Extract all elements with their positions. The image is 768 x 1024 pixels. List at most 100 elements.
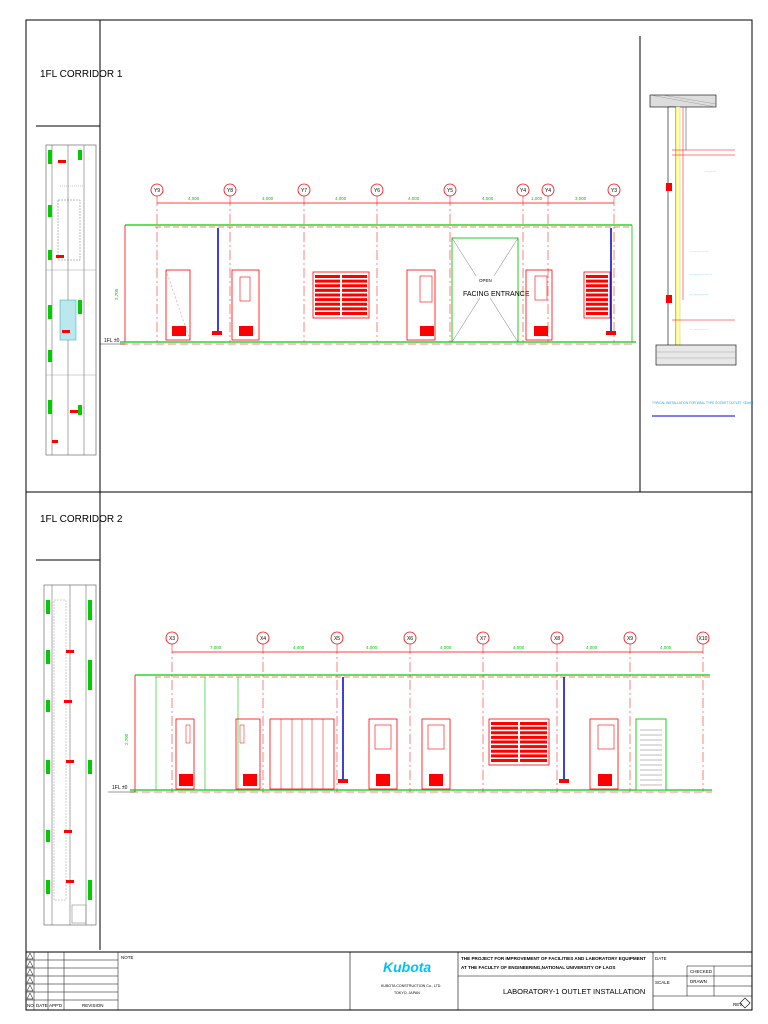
e2-grid-1: X3	[165, 631, 179, 792]
entrance-open-label: OPEN	[479, 278, 492, 283]
e2-grid-label-5: X7	[480, 636, 486, 642]
e2-grid-label-3: X5	[334, 636, 340, 642]
svg-text:— — —: — — —	[705, 169, 716, 173]
e2-grid-4: X6	[403, 631, 417, 792]
rev-diamond-icon	[739, 997, 751, 1009]
floor-label-2: 1FL ±0	[112, 785, 128, 791]
entrance-label: FACING ENTRANCE	[463, 291, 530, 298]
e1-grid-2: Y8	[223, 183, 237, 342]
outlet-detail: — — — — — — — — — — — — — — — — — — — — …	[649, 94, 754, 417]
detail-caption: TYPICAL INSTALLATION FOR WALL TYPE SOCKE…	[652, 401, 754, 405]
svg-text:4,000: 4,000	[262, 196, 274, 201]
e2-grid-7: X9	[623, 631, 637, 792]
section-title-corridor-2: 1FL CORRIDOR 2	[40, 514, 123, 525]
e1-grid-label-1: Y9	[154, 188, 160, 194]
e1-grid-label-2: Y8	[227, 188, 233, 194]
key-plan-2	[43, 584, 97, 926]
rev-header-revision: REVISION	[82, 1003, 104, 1008]
grid-lines-1: Y9 Y8 Y7 Y6 Y5 Y4 Y4 Y3	[150, 183, 621, 342]
drawing-title: LABORATORY-1 OUTLET INSTALLATION	[503, 987, 645, 996]
svg-text:4,000: 4,000	[408, 196, 420, 201]
door-e1-2	[231, 269, 260, 341]
shaft-e2	[635, 718, 667, 791]
checked-label: CHECKED	[690, 969, 713, 974]
rev-header-appd: APP'D	[49, 1003, 63, 1008]
key-plan-1	[45, 144, 97, 456]
svg-text:— — — — —: — — — — —	[690, 327, 708, 331]
svg-text:2,700: 2,700	[114, 288, 119, 300]
floor-label-1: 1FL ±0	[104, 338, 120, 344]
svg-text:4,000: 4,000	[440, 645, 452, 650]
louver-e1-1	[312, 271, 370, 319]
e2-grid-5: X7	[476, 631, 490, 792]
svg-text:4,000: 4,000	[293, 645, 305, 650]
elevation-corridor-1: Y9 Y8 Y7 Y6 Y5 Y4 Y4 Y3 4,000 4,000 4,000 4,000 4…	[100, 183, 636, 345]
sheet-border	[25, 19, 753, 1011]
company-city: TOKYO, JAPAN	[394, 991, 420, 995]
drawn-label: DRAWN	[690, 979, 707, 984]
svg-text:4,000: 4,000	[586, 645, 598, 650]
svg-text:4,000: 4,000	[366, 645, 378, 650]
e1-grid-label-6: Y4	[520, 188, 526, 194]
svg-text:3,000: 3,000	[575, 196, 587, 201]
louver-e1-2	[583, 271, 611, 319]
e1-grid-7: Y4	[541, 183, 555, 342]
e1-grid-8: Y3	[607, 183, 621, 342]
louver-e2	[488, 718, 550, 766]
rev-header-no: NO	[27, 1003, 34, 1008]
svg-text:4,000: 4,000	[482, 196, 494, 201]
e1-grid-3: Y7	[297, 183, 311, 342]
svg-text:4,000: 4,000	[513, 645, 525, 650]
e2-grid-label-8: X10	[699, 636, 708, 642]
door-e2-3	[368, 718, 398, 790]
section-title-corridor-1: 1FL CORRIDOR 1	[40, 69, 123, 80]
e2-grid-2: X4	[256, 631, 270, 792]
e1-grid-label-5: Y5	[447, 188, 453, 194]
e2-grid-label-7: X9	[627, 636, 633, 642]
svg-text:4,000: 4,000	[188, 196, 200, 201]
company-name: KUBOTA CONSTRUCTION Co., LTD.	[381, 984, 441, 988]
revision-table	[26, 952, 119, 1010]
scale-label: SCALE	[655, 980, 670, 985]
e2-grid-label-2: X4	[260, 636, 266, 642]
svg-text:— — — — — —: — — — — — —	[690, 272, 712, 276]
e2-grid-8: X10	[696, 631, 710, 792]
grid-lines-2: X3 X4 X5 X6 X7 X8 X9 X10	[165, 631, 710, 792]
door-e2-1	[175, 718, 195, 790]
e1-grid-5: Y5	[443, 183, 457, 342]
svg-text:— — — — —: — — — — —	[690, 249, 708, 253]
e1-grid-label-7: Y4	[545, 188, 551, 194]
project-line-2: AT THE FACULTY OF ENGINEERING,NATIONAL U…	[461, 965, 615, 970]
door-e2-4	[421, 718, 451, 790]
note-label: NOTE	[121, 955, 134, 960]
date-label: DATE	[655, 956, 667, 961]
e2-grid-3: X5	[330, 631, 344, 792]
entrance-opening: OPEN FACING ENTRANCE	[451, 237, 530, 343]
company-logo: Kubota	[383, 959, 431, 975]
door-e1-3	[406, 269, 436, 341]
svg-text:7,000: 7,000	[210, 645, 222, 650]
title-block: NO DATE APP'D REVISION NOTE Kubota KUBOT…	[25, 951, 753, 1011]
project-line-1: THE PROJECT FOR IMPROVEMENT OF FACILITIE…	[461, 956, 646, 961]
e1-grid-4: Y6	[370, 183, 384, 342]
e2-grid-6: X8	[550, 631, 564, 792]
svg-text:2,700: 2,700	[124, 733, 129, 745]
e1-grid-label-4: Y6	[374, 188, 380, 194]
e2-grid-label-6: X8	[554, 636, 560, 642]
e1-grid-6: Y4	[516, 183, 530, 342]
e2-grid-label-4: X6	[407, 636, 413, 642]
rev-label: REV.	[733, 1002, 743, 1007]
svg-text:4,000: 4,000	[660, 645, 672, 650]
svg-text:4,000: 4,000	[335, 196, 347, 201]
e1-grid-1: Y9	[150, 183, 164, 342]
e2-grid-label-1: X3	[169, 636, 175, 642]
svg-text:— — — — —: — — — — —	[690, 292, 708, 296]
door-e1-4	[525, 269, 553, 341]
e1-grid-label-3: Y7	[301, 188, 307, 194]
door-e2-2	[235, 718, 261, 790]
door-e2-5	[589, 718, 619, 790]
cabinet-e2	[269, 718, 335, 790]
e1-grid-label-8: Y3	[611, 188, 617, 194]
